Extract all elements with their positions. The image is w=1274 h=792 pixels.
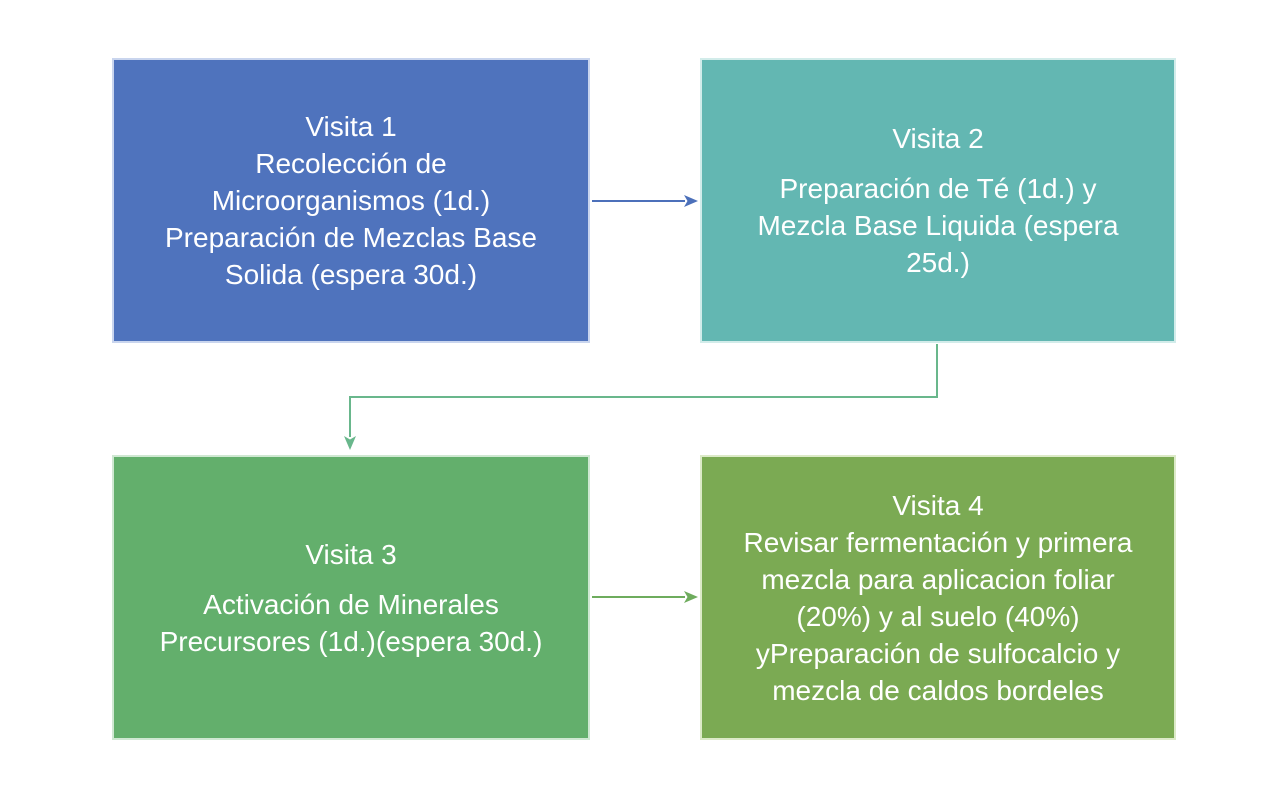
- node-body: Preparación de Té (1d.) y Mezcla Base Li…: [757, 173, 1119, 278]
- node-body: Recolección de Microorganismos (1d.) Pre…: [165, 148, 537, 290]
- connector-visita2-visita3: [344, 344, 938, 450]
- node-title: Visita 2: [892, 123, 984, 154]
- node-visita-1: Visita 1 Recolección de Microorganismos …: [112, 58, 590, 343]
- node-visita-4: Visita 4 Revisar fermentación y primera …: [700, 455, 1176, 740]
- node-title: Visita 4: [892, 489, 984, 521]
- node-title: Visita 1: [305, 111, 397, 142]
- node-body: Activación de Minerales Precursores (1d.…: [159, 588, 543, 657]
- node-visita-3: Visita 3 Activación de Minerales Precurs…: [112, 455, 590, 740]
- node-body: Revisar fermentación y primera mezcla pa…: [743, 526, 1133, 706]
- node-visita-2: Visita 2 Preparación de Té (1d.) y Mezcl…: [700, 58, 1176, 343]
- node-title: Visita 3: [305, 538, 397, 570]
